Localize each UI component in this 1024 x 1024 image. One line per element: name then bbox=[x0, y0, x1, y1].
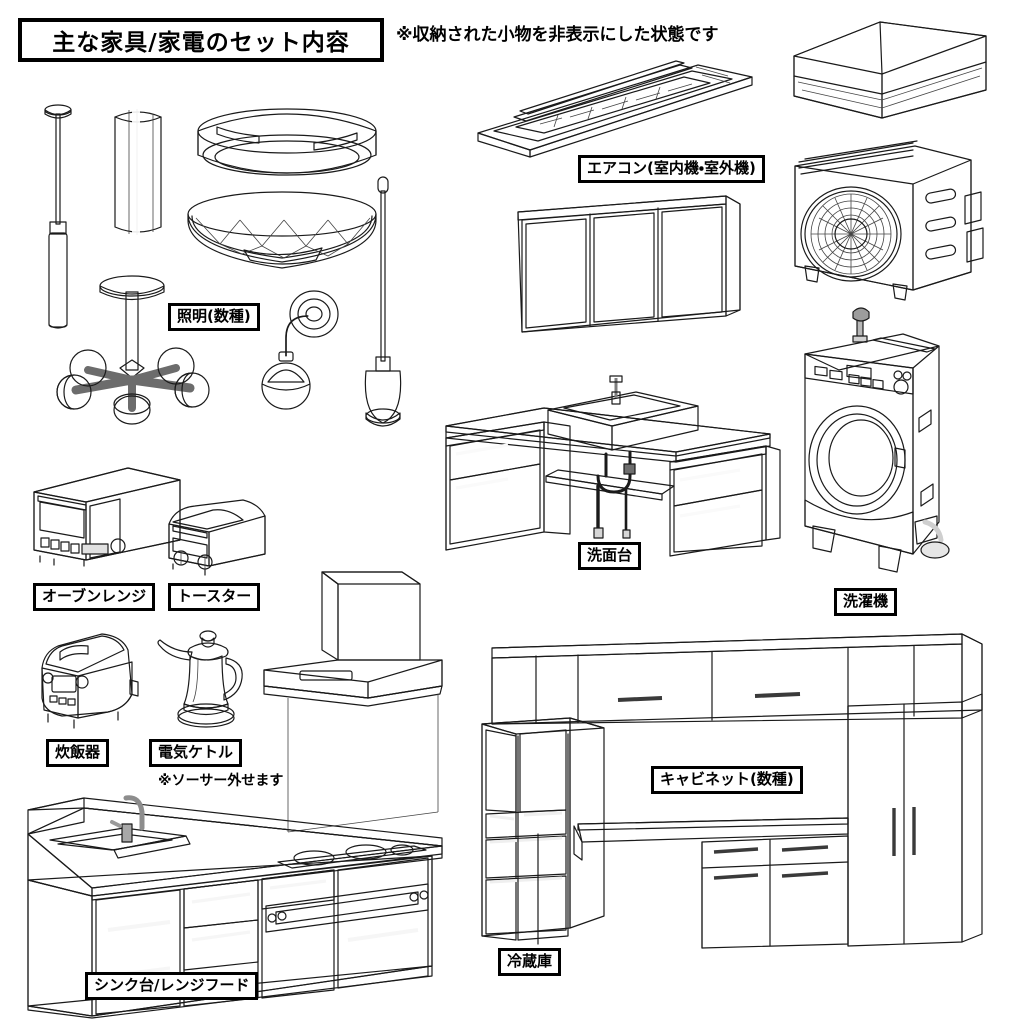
label-cabinet: キャビネット(数種) bbox=[651, 766, 803, 794]
label-vanity: 洗面台 bbox=[578, 542, 642, 570]
electric-kettle bbox=[152, 626, 252, 730]
pendant-light-slim bbox=[30, 100, 90, 340]
label-lighting: 照明(数種) bbox=[168, 303, 260, 331]
header-note: ※収納された小物を非表示にした状態です bbox=[396, 25, 719, 45]
toaster-oven bbox=[163, 496, 273, 576]
sink-counter-unit bbox=[14, 784, 454, 1019]
wall-sconce-globe bbox=[258, 290, 348, 420]
drum-washing-machine bbox=[795, 307, 985, 578]
page-title: 主な家具/家電のセット内容 bbox=[52, 30, 350, 56]
label-electric-kettle: 電気ケトル bbox=[149, 739, 243, 767]
mirror-cabinet bbox=[508, 190, 748, 335]
range-hood bbox=[262, 568, 452, 868]
label-refrigerator: 冷蔵庫 bbox=[498, 948, 562, 976]
chandelier-5-bulb bbox=[40, 270, 230, 425]
refrigerator-unit bbox=[472, 712, 622, 945]
label-rice-cooker: 炊飯器 bbox=[46, 739, 110, 767]
label-washer: 洗濯機 bbox=[834, 588, 898, 616]
page-title-box: 主な家具/家電のセット内容 bbox=[18, 18, 384, 62]
aircon-ceiling-cassette bbox=[470, 55, 760, 165]
label-sink-rangehood: シンク台/レンジフード bbox=[85, 972, 259, 1000]
cabinet-group bbox=[470, 628, 990, 958]
ceiling-light-faceted bbox=[182, 190, 382, 276]
aircon-wall-indoor bbox=[790, 18, 990, 138]
label-oven-range: オーブンレンジ bbox=[33, 583, 156, 611]
pendant-light-bell bbox=[352, 175, 422, 427]
label-toaster: トースター bbox=[168, 583, 261, 611]
rice-cooker bbox=[34, 628, 144, 729]
ceiling-light-ring bbox=[192, 105, 382, 195]
vanity-unit bbox=[440, 368, 785, 558]
aircon-outdoor-unit bbox=[785, 140, 985, 310]
label-aircon: エアコン(室内機・室外機) bbox=[578, 155, 765, 183]
kettle-note: ※ソーサー外せます bbox=[158, 773, 284, 789]
cylinder-light bbox=[105, 105, 175, 245]
